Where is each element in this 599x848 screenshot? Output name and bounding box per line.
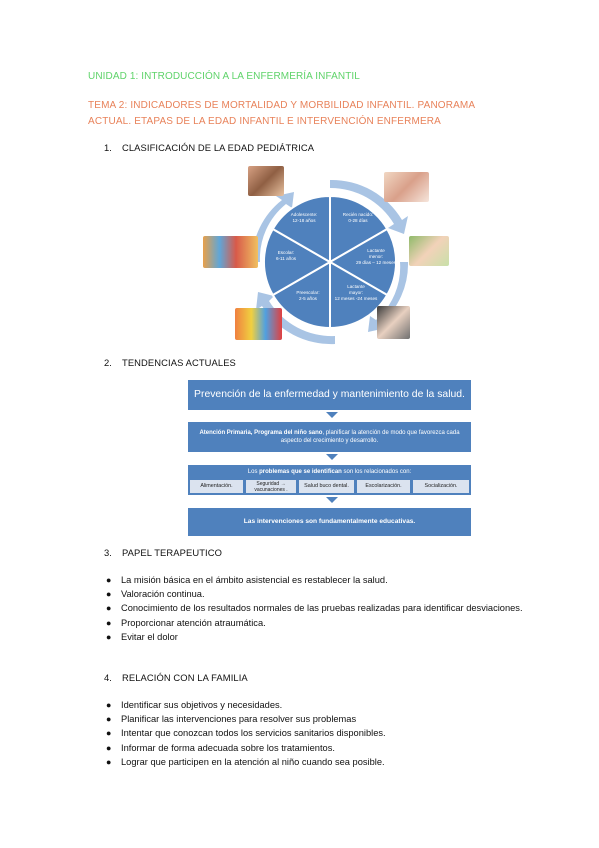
category-seguridad: Seguridad → vacunaciones . (246, 480, 296, 493)
trends-primary-box: Atención Primaria, Programa del niño san… (188, 422, 471, 452)
adolescent-photo (248, 166, 284, 196)
wheel-segments (263, 194, 397, 330)
wheel-segment-escolar (263, 227, 333, 297)
wheel-segment-lactante-mayor (329, 260, 389, 330)
familia-bullets: ●Identificar sus objetivos y necesidades… (104, 698, 524, 769)
problems-label: Los problemas que se identifican son los… (247, 469, 412, 475)
list-item: ●La misión básica en el ámbito asistenci… (104, 573, 524, 587)
toddler-photo (377, 306, 410, 339)
section-3-heading: 3.PAPEL TERAPEUTICO (104, 547, 222, 558)
svg-text:Preescolar:2-5 años: Preescolar:2-5 años (296, 290, 319, 301)
bullet-icon: ● (106, 756, 112, 767)
bullet-icon: ● (106, 575, 112, 585)
category-alimentacion: Alimentación. (190, 480, 243, 493)
bullet-icon: ● (106, 700, 112, 710)
wheel-segment-lactante-menor (327, 227, 397, 297)
category-socializacion: Socialización. (413, 480, 469, 493)
tema-title: TEMA 2: INDICADORES DE MORTALIDAD Y MORB… (88, 100, 475, 127)
section-2-heading: 2.TENDENCIAS ACTUALES (104, 357, 236, 368)
list-item: ●Proporcionar atención atraumática. (104, 616, 524, 630)
section-4-heading: 4.RELACIÓN CON LA FAMILIA (104, 672, 248, 683)
category-escolarizacion: Escolarización. (357, 480, 410, 493)
bullet-icon: ● (106, 714, 112, 725)
trends-arrow-icon (326, 497, 338, 503)
bullet-icon: ● (106, 728, 112, 739)
list-item: ●Evitar el dolor (104, 630, 524, 644)
svg-text:Recién nacido:0-28 días: Recién nacido:0-28 días (343, 212, 373, 223)
trends-top-box: Prevención de la enfermedad y mantenimie… (188, 380, 471, 410)
school-children-photo (203, 236, 258, 268)
svg-text:Escolar:6-11 años: Escolar:6-11 años (276, 250, 297, 261)
infant-photo (409, 236, 449, 266)
papel-bullets: ●La misión básica en el ámbito asistenci… (104, 573, 524, 644)
list-item: ●Intentar que conozcan todos los servici… (104, 726, 524, 740)
category-salud-buco-dental: Salud buco dental. (299, 480, 354, 493)
bullet-icon: ● (106, 742, 112, 753)
bullet-icon: ● (106, 589, 112, 600)
list-item: ●Planificar las intervenciones para reso… (104, 712, 524, 726)
wheel-segment-adolescente (271, 194, 331, 264)
trends-arrow-icon (326, 454, 338, 460)
wheel-segment-preescolar (271, 260, 331, 330)
list-item: ●Informar de forma adecuada sobre los tr… (104, 741, 524, 755)
trends-arrow-icon (326, 412, 338, 418)
newborn-photo (384, 172, 429, 202)
preschool-children-photo (235, 308, 282, 340)
bullet-icon: ● (106, 631, 112, 642)
list-item: ●Lograr que participen en la atención al… (104, 755, 524, 769)
wheel-segment-recien-nacido (329, 194, 389, 264)
list-item: ●Conocimiento de los resultados normales… (104, 601, 524, 615)
trends-bottom-box: Las intervenciones son fundamentalmente … (188, 508, 471, 536)
section-1-heading: 1.CLASIFICACIÓN DE LA EDAD PEDIÁTRICA (104, 142, 315, 153)
unit-title: UNIDAD 1: INTRODUCCIÓN A LA ENFERMERÍA I… (88, 71, 360, 82)
list-item: ●Valoración continua. (104, 587, 524, 601)
bullet-icon: ● (106, 603, 112, 614)
bullet-icon: ● (106, 617, 112, 628)
svg-text:Adolescente:12-18 años: Adolescente:12-18 años (291, 212, 318, 223)
list-item: ●Identificar sus objetivos y necesidades… (104, 698, 524, 712)
